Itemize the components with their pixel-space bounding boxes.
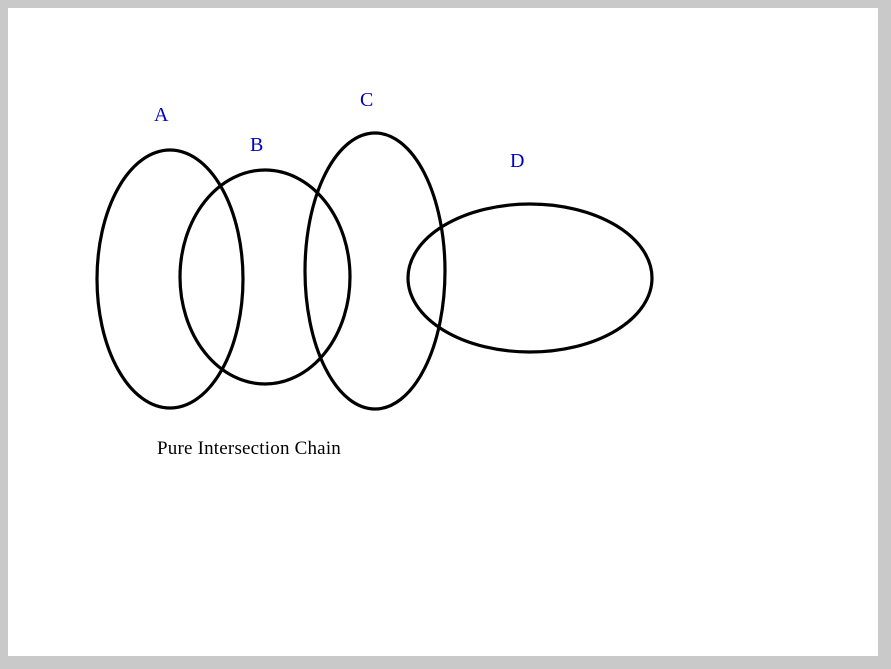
set-label-b: B [250, 134, 263, 156]
set-ellipse-d [406, 202, 654, 354]
diagram-canvas [8, 8, 878, 656]
set-ellipse-c [303, 131, 447, 411]
set-label-a: A [154, 104, 169, 126]
set-ellipse-a [95, 148, 245, 410]
set-label-d: D [510, 150, 524, 172]
set-ellipse-b [178, 168, 352, 386]
set-label-c: C [360, 89, 373, 111]
diagram-caption: Pure Intersection Chain [157, 438, 341, 459]
